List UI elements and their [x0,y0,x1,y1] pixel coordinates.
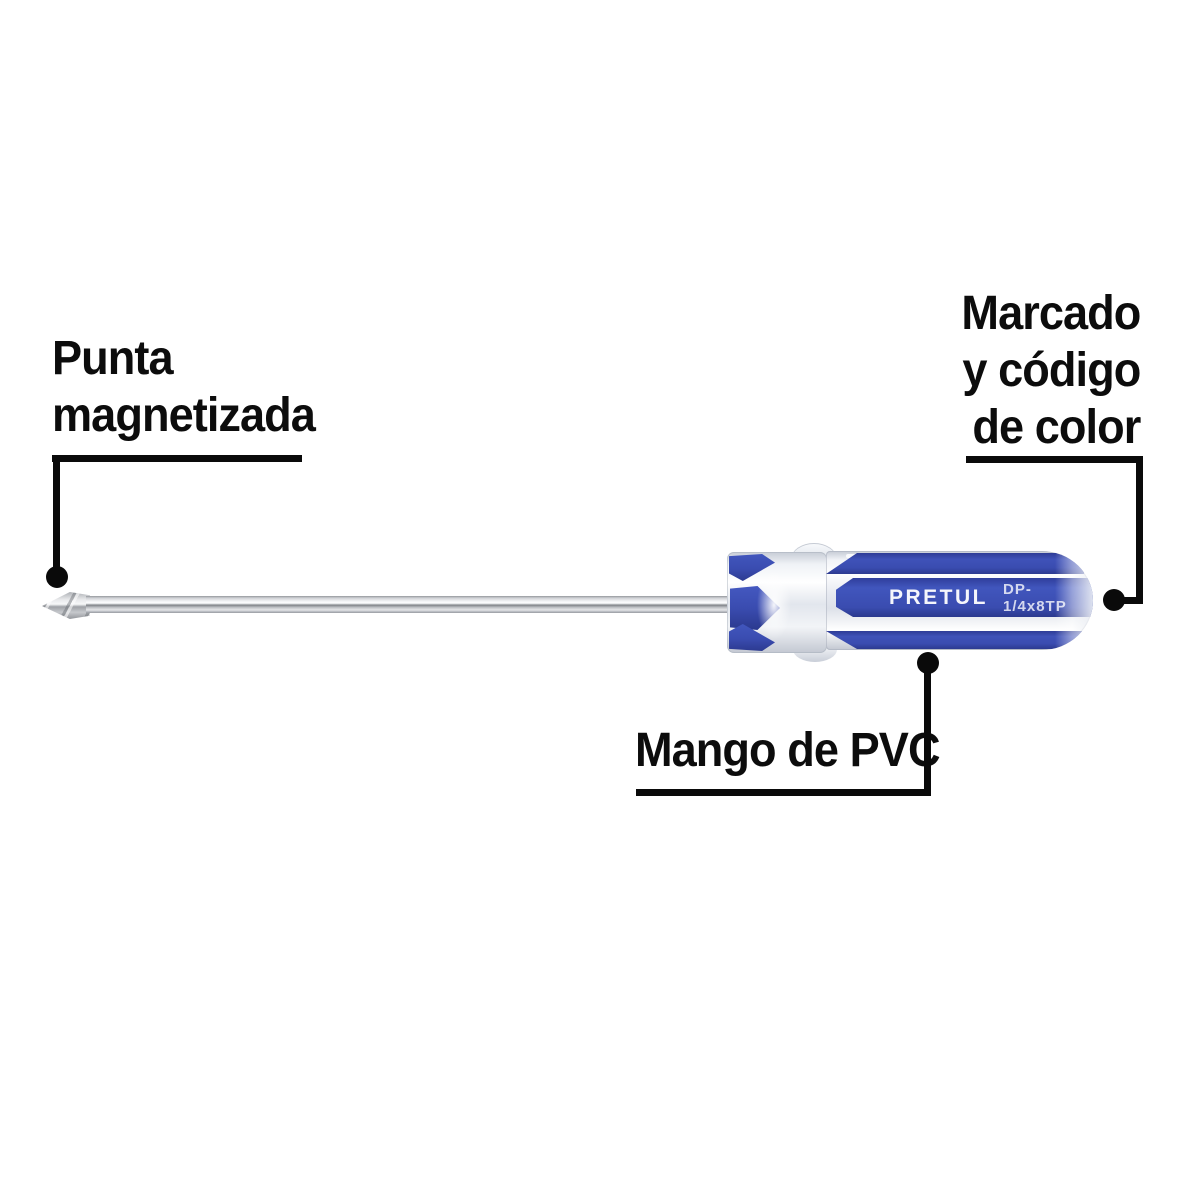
label-line: magnetizada [52,389,316,442]
barrel-stripe-bottom [826,631,1084,649]
label-line: de color [972,401,1141,454]
callout-line-mango-horizontal [636,789,931,796]
label-marcado-codigo-color: Marcado y código de color [950,285,1141,456]
callout-line-mango-vertical [924,663,931,796]
handle-collar [727,552,827,653]
label-line: Punta [52,332,174,385]
barrel-end-cap-highlight [1055,551,1093,650]
callout-dot-mango [917,652,939,674]
collar-highlight [757,570,791,640]
screwdriver-phillips-tip [42,592,90,619]
label-line: Mango de PVC [635,724,941,777]
brand-text: PRETUL [889,585,988,609]
callout-line-marcado-horizontal [966,456,1143,463]
callout-dot-marcado [1103,589,1125,611]
barrel-center-band: PRETUL DP-1/4x8TP [836,578,1093,617]
label-mango-pvc: Mango de PVC [635,722,959,779]
label-punta-magnetizada: Punta magnetizada [52,330,332,444]
callout-line-punta-horizontal [52,455,302,462]
screwdriver-handle: PRETUL DP-1/4x8TP [727,541,1093,663]
callout-dot-punta [46,566,68,588]
callout-line-marcado-vertical [1136,456,1143,604]
handle-barrel: PRETUL DP-1/4x8TP [826,551,1093,650]
callout-line-marcado-stub [1112,597,1142,604]
barrel-stripe-top [826,553,1084,574]
label-line: Marcado [961,287,1141,340]
screwdriver-shaft [86,596,728,613]
callout-line-punta-vertical [53,455,60,577]
model-code-text: DP-1/4x8TP [1003,580,1067,615]
label-line: y código [962,344,1141,397]
